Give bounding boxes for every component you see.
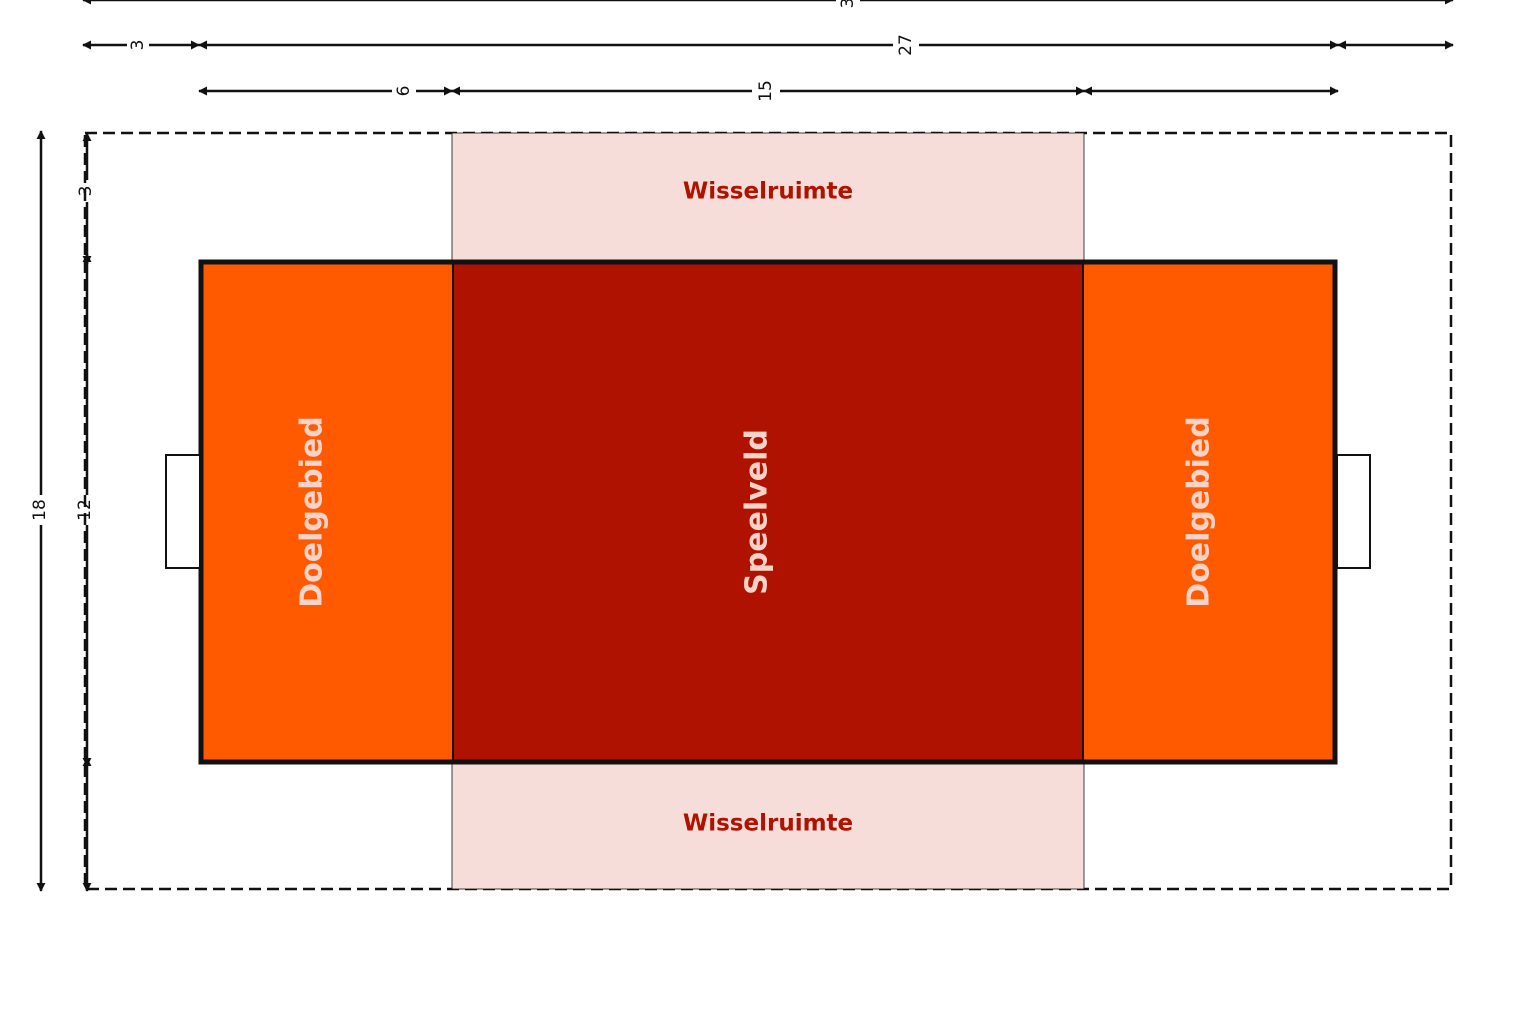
substitution-zone-bottom	[451, 762, 1085, 890]
goal-area-left	[201, 262, 453, 762]
dim-inner-width-label: 27	[896, 34, 916, 56]
playing-field	[453, 262, 1083, 762]
dim-inner-height-label: 12	[75, 499, 95, 521]
goal-area-right	[1083, 262, 1335, 762]
dim-field-width-label: 15	[756, 80, 776, 102]
substitution-zone-top	[451, 132, 1085, 262]
goal-right	[1336, 454, 1371, 569]
goal-left	[165, 454, 201, 569]
substitution-label-bottom: Wisselruimte	[683, 811, 853, 837]
goal-area-label-left: Doelgebied	[295, 416, 330, 608]
goal-area-label-right: Doelgebied	[1182, 416, 1217, 608]
dim-margin-top-label: 3	[76, 186, 96, 197]
field-label: Speelveld	[740, 429, 775, 595]
dim-total-height-label: 18	[30, 499, 50, 521]
dim-margin-left-label: 3	[128, 40, 148, 51]
substitution-label-top: Wisselruimte	[683, 179, 853, 205]
dim-top-total-label: 3	[838, 0, 858, 8]
dim-goal-area-width-label: 6	[394, 86, 414, 97]
